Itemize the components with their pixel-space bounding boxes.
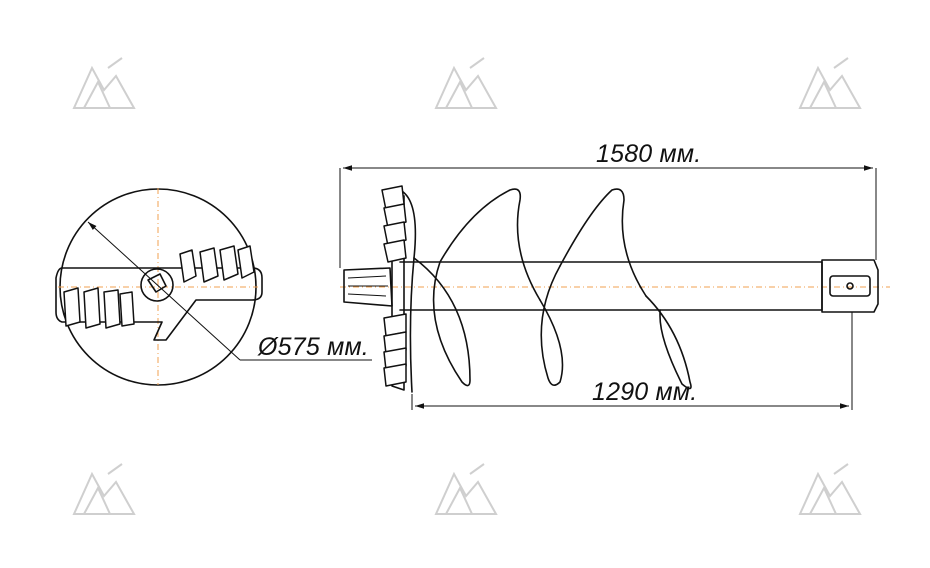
watermark-bottom-right xyxy=(799,463,861,515)
adapter-pin-hole xyxy=(846,282,854,290)
end-view-cutting-plate xyxy=(55,267,263,341)
watermark-bottom-left xyxy=(73,463,135,515)
flight-turn-2-lower xyxy=(539,265,564,386)
flight-turn-3-end xyxy=(645,295,692,390)
auger-length-label: 1290 мм. xyxy=(592,378,698,406)
end-view-pilot xyxy=(147,273,167,293)
side-view-teeth-top xyxy=(381,185,407,263)
pilot-bit-edges xyxy=(347,275,388,297)
diameter-leader-line xyxy=(87,221,241,361)
dimension-total-length xyxy=(339,165,877,268)
auger-shaft xyxy=(399,261,823,311)
end-view-hub xyxy=(140,268,174,302)
front-flight xyxy=(399,189,417,393)
flight-turn-2-upper xyxy=(559,188,647,297)
side-view-teeth-bottom xyxy=(383,313,407,387)
watermark-top-center xyxy=(435,57,497,109)
flight-turn-1-lower xyxy=(413,257,471,387)
shaft-adapter xyxy=(821,259,879,313)
dimension-auger-length xyxy=(411,312,853,410)
flight-turn-1-upper xyxy=(439,188,541,301)
adapter-pin-slot xyxy=(829,275,871,297)
watermark-top-left xyxy=(73,57,135,109)
watermark-top-right xyxy=(799,57,861,109)
diameter-label: Ø575 мм. xyxy=(258,333,369,361)
auger-side-view xyxy=(340,185,890,393)
end-view-teeth-left xyxy=(63,287,135,329)
watermark-bottom-center xyxy=(435,463,497,515)
end-view-teeth-right xyxy=(179,245,255,283)
total-length-label: 1580 мм. xyxy=(596,140,702,168)
auger-end-view xyxy=(55,188,372,386)
